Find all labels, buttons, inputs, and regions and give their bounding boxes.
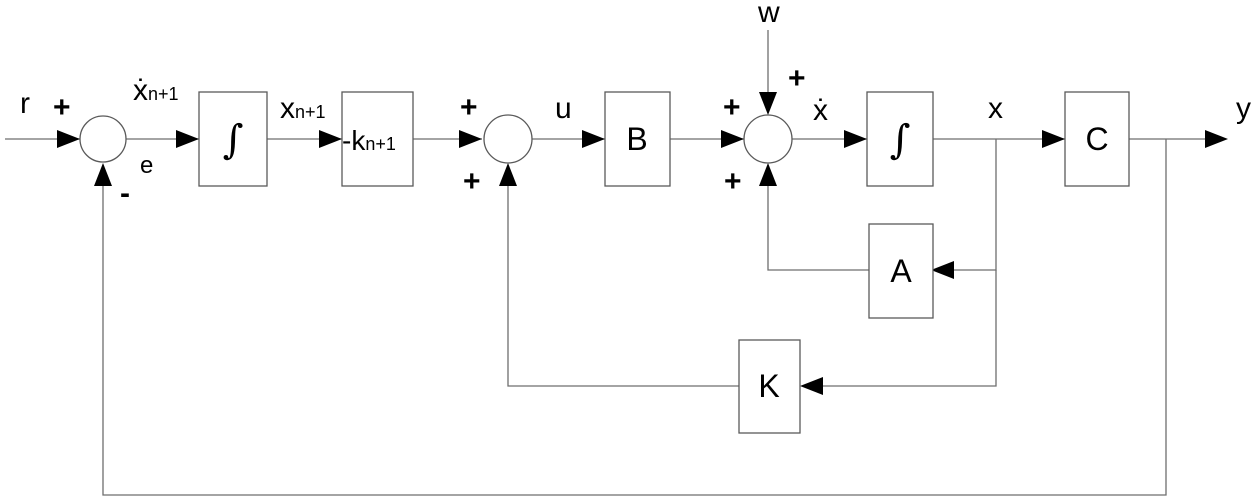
signal-xn1-dot-label: ẋn+1 [133, 74, 179, 107]
wire-K-to-sum2 [507, 185, 739, 387]
integrator-2-symbol: ∫ [890, 117, 911, 163]
arrowhead-A-into-sum3 [759, 163, 777, 186]
block-C-label: C [1085, 121, 1108, 157]
sign-sum3-w: + [788, 62, 806, 95]
arrowhead-into-int2 [844, 130, 867, 148]
arrowhead-into-B [582, 130, 605, 148]
block-K-label: K [758, 368, 779, 404]
wire-y-feedback [102, 139, 1167, 496]
arrowhead-into-sum2 [459, 130, 482, 148]
gain-kn1-label: -kn+1 [342, 125, 396, 156]
sign-sum3-A: + [724, 165, 742, 198]
summing-junction-3 [743, 114, 793, 164]
arrowhead-w-into-sum3 [759, 92, 777, 115]
signal-e-label: e [140, 152, 153, 179]
signal-y-label: y [1236, 92, 1251, 125]
signal-w-label: w [757, 0, 780, 29]
signal-x-dot-label: ẋ [813, 94, 828, 127]
block-B [604, 91, 671, 187]
block-C [1064, 91, 1130, 187]
wire-x-to-K [822, 270, 997, 387]
block-B-label: B [626, 121, 647, 157]
arrowhead-into-K [800, 377, 823, 395]
gain-block-kn1 [341, 91, 414, 187]
arrowhead-fb-into-sum1 [94, 163, 112, 186]
arrowhead-into-A [931, 261, 954, 279]
wire-A-to-sum3 [767, 185, 869, 271]
signal-r-label: r [20, 87, 30, 120]
wire-x-to-A [953, 139, 997, 271]
block-A-label: A [890, 253, 912, 289]
integrator-block-1 [198, 91, 268, 187]
arrowhead-into-sum3 [721, 130, 744, 148]
signal-xn1-label: xn+1 [280, 92, 326, 125]
sign-sum2-input: + [460, 91, 478, 124]
sign-sum2-feedback: + [463, 165, 481, 198]
arrowhead-K-into-sum2 [499, 163, 517, 186]
sign-sum1-feedback: - [120, 177, 130, 210]
integrator-block-2 [866, 91, 934, 187]
sign-sum1-r: + [53, 91, 71, 124]
arrowhead-into-int1 [176, 130, 199, 148]
signal-x-label: x [988, 92, 1003, 125]
integrator-1-symbol: ∫ [223, 117, 244, 163]
summing-junction-2 [483, 114, 533, 164]
block-K [738, 339, 801, 434]
arrowhead-into-gain [319, 130, 342, 148]
signal-u-label: u [555, 92, 572, 125]
arrowhead-output-y [1205, 130, 1228, 148]
sign-sum3-B: + [723, 91, 741, 124]
summing-junction-1 [79, 115, 127, 163]
arrowhead-into-C [1042, 130, 1065, 148]
arrowhead-into-sum1 [57, 130, 80, 148]
block-A [868, 223, 934, 319]
